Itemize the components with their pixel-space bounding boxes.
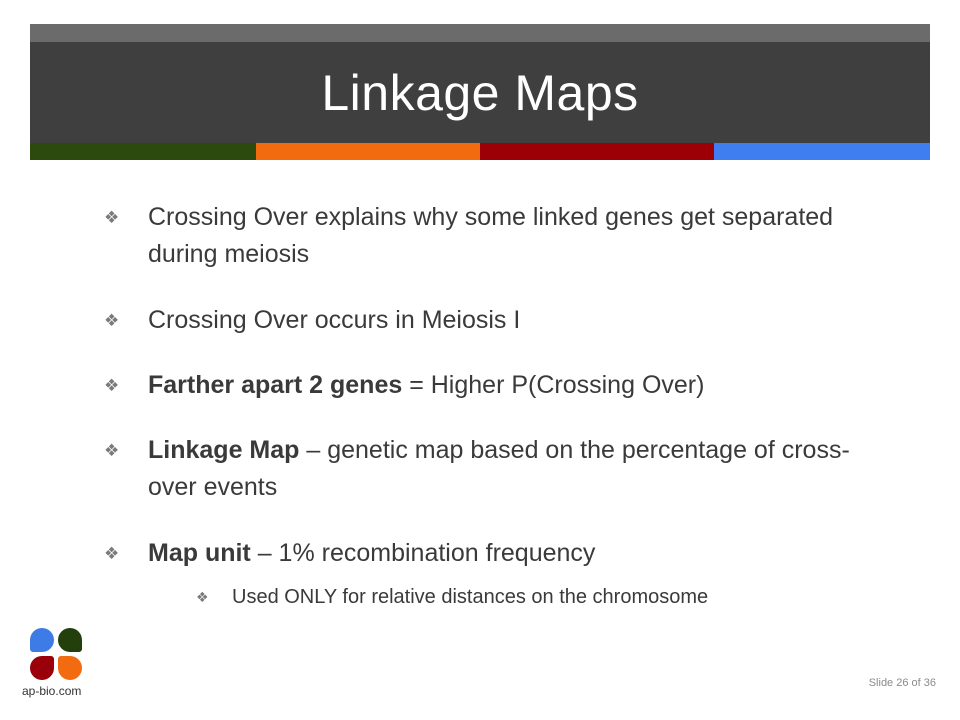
- bullet-text: Linkage Map – genetic map based on the p…: [148, 436, 850, 501]
- diamond-bullet-icon: ❖: [104, 208, 120, 227]
- bullet-text: Map unit – 1% recombination frequency: [148, 539, 596, 567]
- strip-red: [480, 143, 714, 160]
- bullet-item: ❖ Crossing Over explains why some linked…: [104, 199, 884, 273]
- logo-petal-green: [58, 628, 82, 652]
- bullet-text: Crossing Over explains why some linked g…: [148, 203, 834, 268]
- diamond-bullet-icon: ❖: [104, 441, 120, 460]
- bullet-text: Farther apart 2 genes = Higher P(Crossin…: [148, 371, 705, 399]
- slide-title: Linkage Maps: [321, 64, 639, 121]
- slide-number: Slide 26 of 36: [868, 677, 936, 689]
- color-strip: [30, 143, 930, 160]
- bullet-text: Crossing Over occurs in Meiosis I: [148, 306, 521, 334]
- logo-petal-orange: [58, 656, 82, 680]
- bullet-item: ❖ Map unit – 1% recombination frequency: [104, 535, 884, 572]
- diamond-bullet-icon: ❖: [196, 589, 209, 605]
- sub-bullet-text: Used ONLY for relative distances on the …: [232, 586, 709, 608]
- bullet-item: ❖ Farther apart 2 genes = Higher P(Cross…: [104, 367, 884, 404]
- logo-petal-blue: [30, 628, 54, 652]
- strip-blue: [714, 143, 930, 160]
- title-band: Linkage Maps: [30, 42, 930, 143]
- strip-green: [30, 143, 256, 160]
- ap-bio-logo-icon: [30, 628, 84, 682]
- title-top-bar: [30, 24, 930, 42]
- sub-bullet-item: ❖ Used ONLY for relative distances on th…: [196, 584, 896, 610]
- diamond-bullet-icon: ❖: [104, 544, 120, 563]
- logo-text: ap-bio.com: [22, 684, 82, 698]
- logo-petal-red: [30, 656, 54, 680]
- bullet-item: ❖ Crossing Over occurs in Meiosis I: [104, 302, 884, 339]
- diamond-bullet-icon: ❖: [104, 376, 120, 395]
- bullet-item: ❖ Linkage Map – genetic map based on the…: [104, 432, 884, 506]
- diamond-bullet-icon: ❖: [104, 311, 120, 330]
- strip-orange: [256, 143, 480, 160]
